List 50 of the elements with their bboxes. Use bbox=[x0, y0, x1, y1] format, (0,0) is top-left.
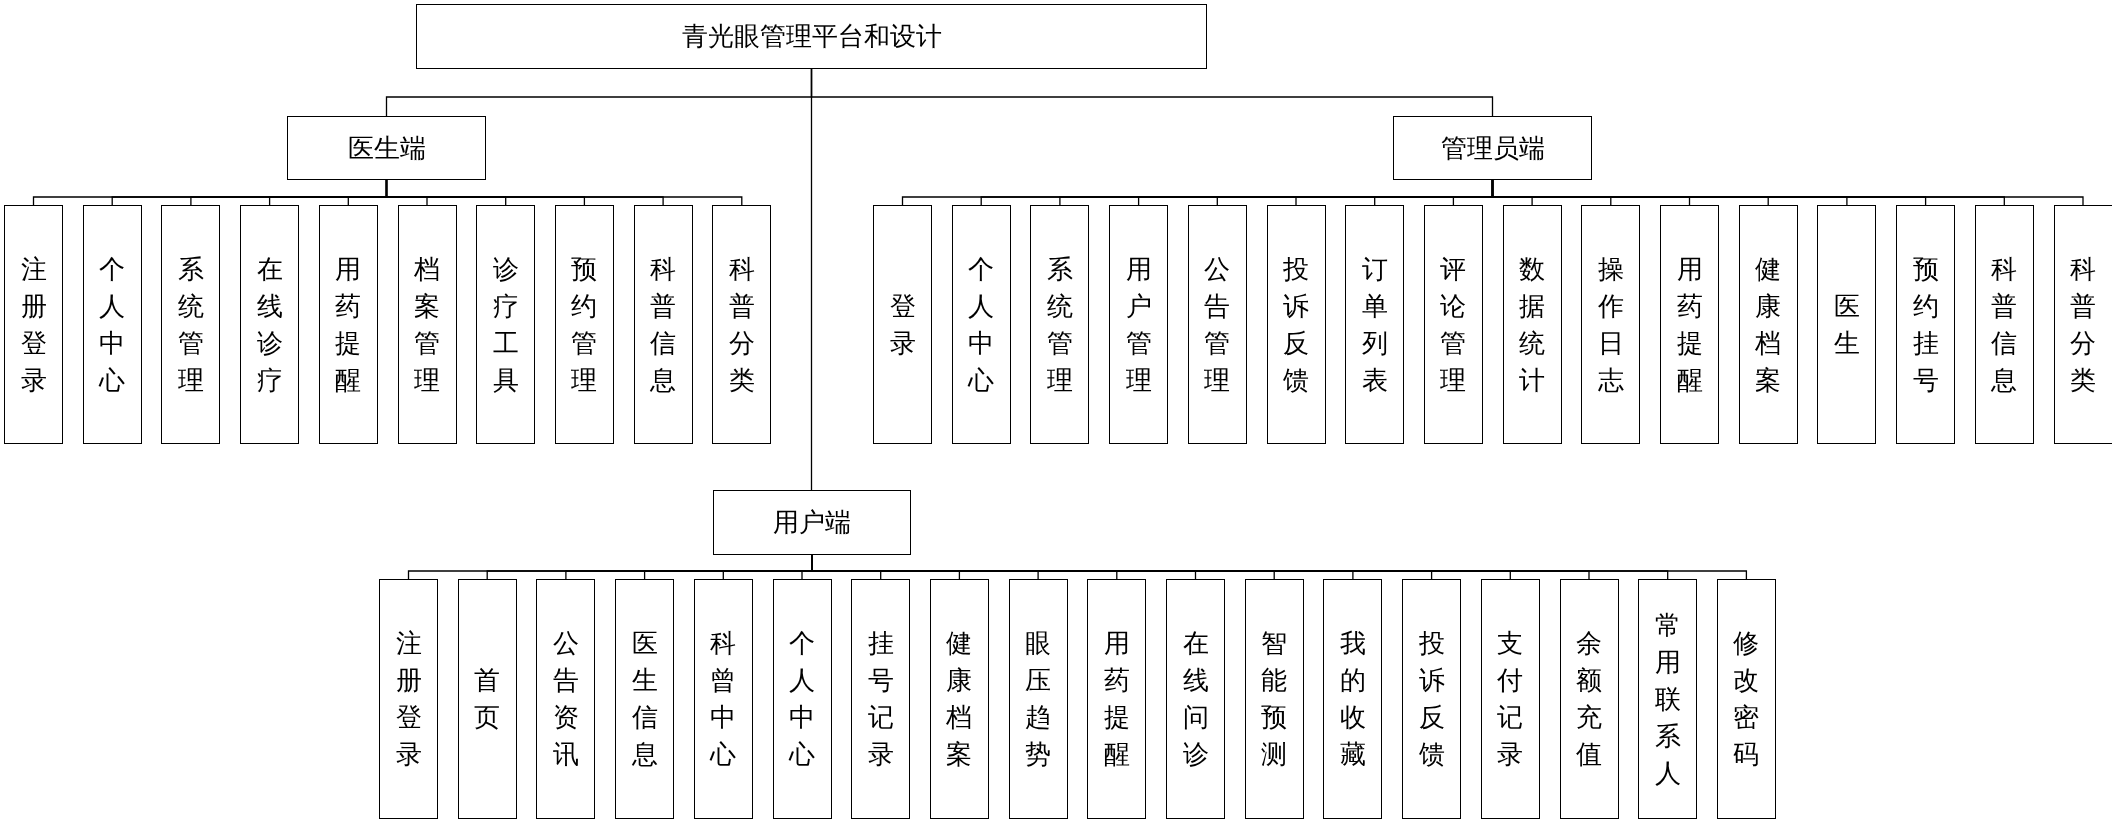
module-box: 科普信息 bbox=[633, 205, 693, 444]
module-box: 个人中心 bbox=[82, 205, 142, 444]
module-box: 数据统计 bbox=[1502, 205, 1562, 444]
module-box: 我的收藏 bbox=[1323, 579, 1383, 819]
module-box: 科普信息 bbox=[1974, 205, 2034, 444]
module-box: 支付记录 bbox=[1480, 579, 1540, 819]
module-box: 个人中心 bbox=[951, 205, 1011, 444]
module-box: 用药提醒 bbox=[1660, 205, 1719, 444]
module-box: 用户管理 bbox=[1109, 205, 1169, 444]
module-box: 健康档案 bbox=[1738, 205, 1798, 444]
module-box: 投诉反馈 bbox=[1266, 205, 1326, 444]
module-box: 系统管理 bbox=[1030, 205, 1090, 444]
module-box: 常用联系人 bbox=[1638, 579, 1698, 819]
module-box: 首页 bbox=[457, 579, 517, 819]
module-box: 评论管理 bbox=[1423, 205, 1483, 444]
connector-line bbox=[810, 68, 813, 491]
module-box: 订单列表 bbox=[1345, 205, 1405, 444]
module-box: 管理员端 bbox=[1393, 116, 1592, 180]
module-box: 预约挂号 bbox=[1896, 205, 1956, 444]
module-box: 科普分类 bbox=[2053, 205, 2112, 444]
module-box: 注册登录 bbox=[4, 205, 63, 444]
module-box: 用药提醒 bbox=[1087, 579, 1147, 819]
module-box: 登录 bbox=[873, 205, 932, 444]
module-box: 医生端 bbox=[287, 116, 486, 180]
module-box: 挂号记录 bbox=[851, 579, 911, 819]
module-box: 投诉反馈 bbox=[1402, 579, 1462, 819]
module-box: 在线诊疗 bbox=[240, 205, 300, 444]
module-box: 用药提醒 bbox=[318, 205, 378, 444]
module-box: 智能预测 bbox=[1244, 579, 1304, 819]
module-box: 操作日志 bbox=[1581, 205, 1641, 444]
title-box: 青光眼管理平台和设计 bbox=[416, 4, 1207, 69]
module-box: 预约管理 bbox=[554, 205, 614, 444]
module-box: 公告资讯 bbox=[536, 579, 596, 819]
module-box: 眼压趋势 bbox=[1008, 579, 1068, 819]
module-box: 档案管理 bbox=[397, 205, 457, 444]
module-box: 科普分类 bbox=[712, 205, 772, 444]
module-box: 修改密码 bbox=[1716, 579, 1776, 819]
module-box: 系统管理 bbox=[161, 205, 221, 444]
module-box: 医生 bbox=[1817, 205, 1877, 444]
module-box: 公告管理 bbox=[1187, 205, 1247, 444]
connector-line bbox=[385, 179, 743, 206]
module-box: 科曾中心 bbox=[693, 579, 753, 819]
module-box: 健康档案 bbox=[929, 579, 989, 819]
module-box: 在线问诊 bbox=[1166, 579, 1225, 819]
module-box: 用户端 bbox=[713, 490, 911, 555]
module-box: 诊疗工具 bbox=[476, 205, 536, 444]
module-box: 医生信息 bbox=[615, 579, 675, 819]
module-box: 余额充值 bbox=[1559, 579, 1619, 819]
module-box: 个人中心 bbox=[772, 579, 832, 819]
module-box: 注册登录 bbox=[379, 579, 438, 819]
